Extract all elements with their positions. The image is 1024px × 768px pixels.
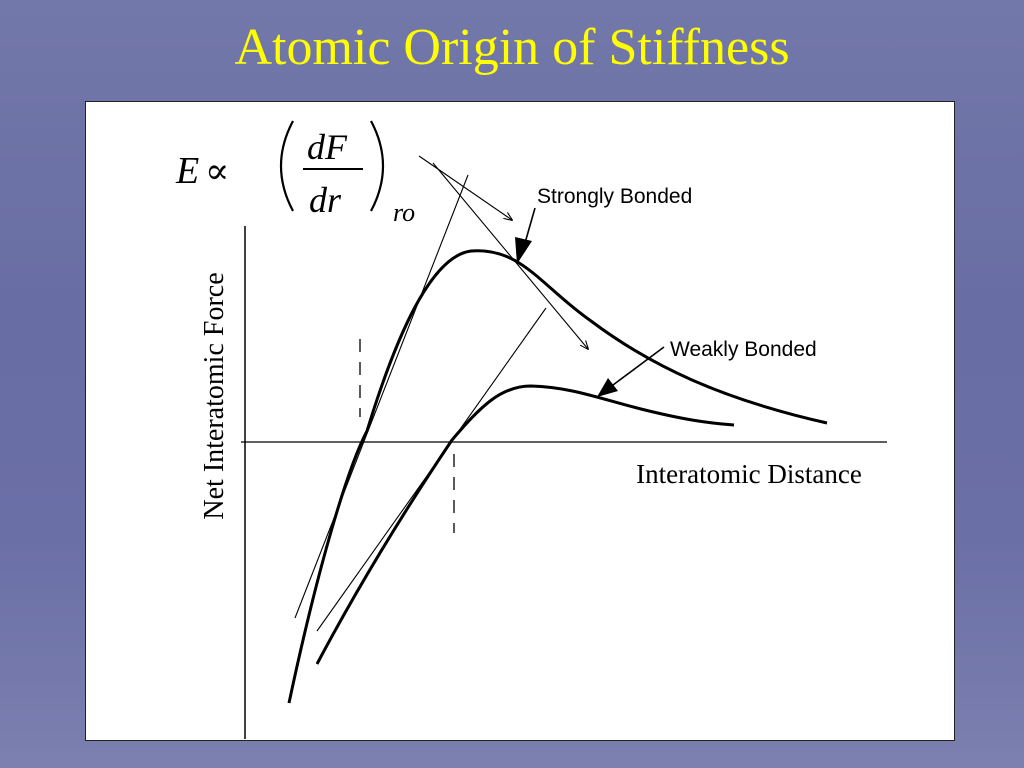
right-paren xyxy=(370,120,385,212)
strong-curve-pointer xyxy=(515,207,536,264)
slide-title: Atomic Origin of Stiffness xyxy=(234,19,790,76)
equation-lhs: E xyxy=(175,150,199,192)
equation-arrow-2 xyxy=(432,162,588,349)
equation-subscript: ro xyxy=(393,198,415,227)
left-paren xyxy=(279,120,294,212)
weak-curve xyxy=(315,384,735,665)
strong-curve xyxy=(287,249,828,704)
x-axis-label: Interatomic Distance xyxy=(636,459,862,489)
proportional-symbol: ∝ xyxy=(205,151,229,191)
equation-arrow-1 xyxy=(418,155,512,220)
y-axis-label: Net Interatomic Force xyxy=(199,272,230,519)
weak-curve-label: Weakly Bonded xyxy=(670,338,817,361)
strong-curve-label: Strongly Bonded xyxy=(537,185,692,208)
equation-numerator: dF xyxy=(307,127,348,167)
stiffness-equation: E ∝ dF dr ro xyxy=(175,120,415,227)
weak-curve-pointer xyxy=(597,346,665,397)
force-distance-diagram: E ∝ dF dr ro Net Interatomic Force Inter… xyxy=(175,120,887,739)
figure-panel: E ∝ dF dr ro Net Interatomic Force Inter… xyxy=(85,101,955,741)
strong-tangent-line xyxy=(294,174,469,619)
equation-denominator: dr xyxy=(309,180,342,220)
